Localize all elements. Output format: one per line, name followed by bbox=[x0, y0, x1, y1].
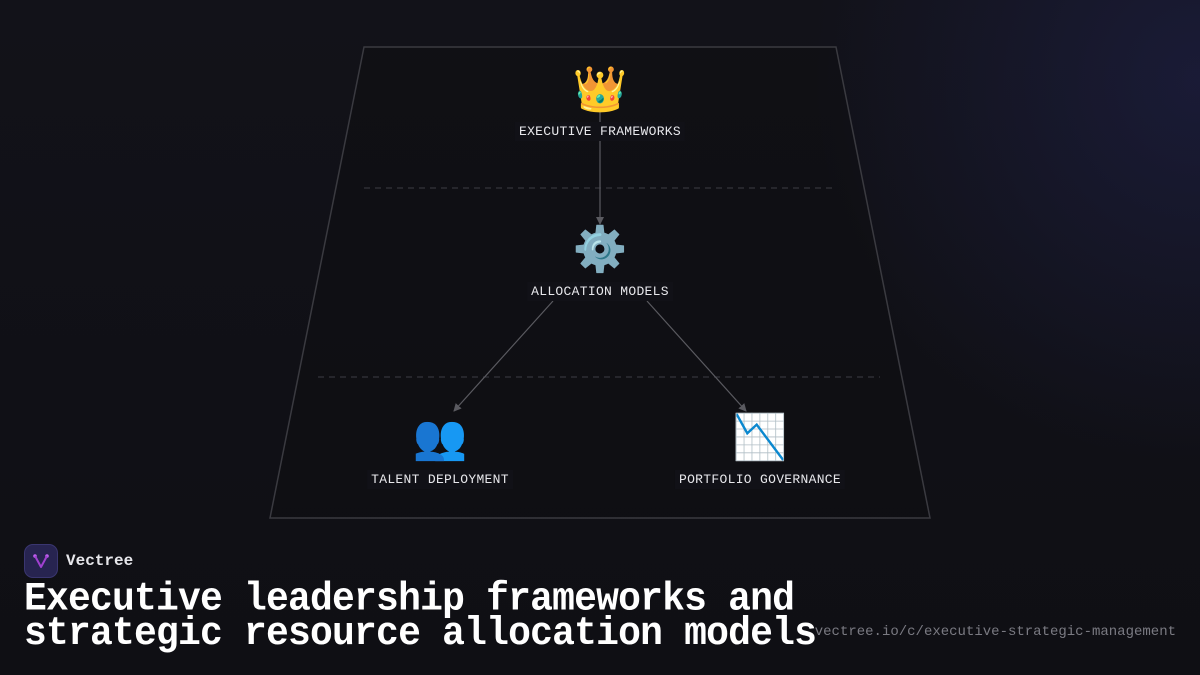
edge-allocation-talent bbox=[453, 300, 554, 412]
node-label: TALENT DEPLOYMENT bbox=[367, 470, 513, 489]
title-line-1: Executive leadership frameworks and bbox=[24, 576, 795, 622]
brand-name: Vectree bbox=[66, 552, 134, 570]
node-portfolio-governance: 📉 PORTFOLIO GOVERNANCE bbox=[674, 412, 846, 489]
node-talent-deployment: 👥 TALENT DEPLOYMENT bbox=[367, 412, 513, 489]
node-executive-frameworks: 👑 EXECUTIVE FRAMEWORKS bbox=[514, 64, 686, 141]
node-label: ALLOCATION MODELS bbox=[527, 282, 673, 301]
gear-icon: ⚙️ bbox=[572, 224, 628, 275]
title-line-2: strategic resource allocation models bbox=[24, 611, 817, 657]
node-label: EXECUTIVE FRAMEWORKS bbox=[514, 122, 686, 141]
source-url: vectree.io/c/executive-strategic-managem… bbox=[814, 624, 1176, 640]
edge-allocation-portfolio bbox=[646, 300, 747, 412]
node-allocation-models: ⚙️ ALLOCATION MODELS bbox=[527, 224, 673, 301]
node-label: PORTFOLIO GOVERNANCE bbox=[674, 470, 846, 489]
chart-decreasing-icon: 📉 bbox=[732, 412, 788, 463]
crown-icon: 👑 bbox=[572, 64, 628, 115]
page-title: Executive leadership frameworks and stra… bbox=[24, 576, 817, 657]
hierarchy-diagram: 👑 EXECUTIVE FRAMEWORKS ⚙️ ALLOCATION MOD… bbox=[269, 46, 931, 519]
brand: Vectree bbox=[24, 544, 133, 578]
people-icon: 👥 bbox=[412, 412, 468, 463]
vectree-logo-icon bbox=[24, 544, 58, 578]
